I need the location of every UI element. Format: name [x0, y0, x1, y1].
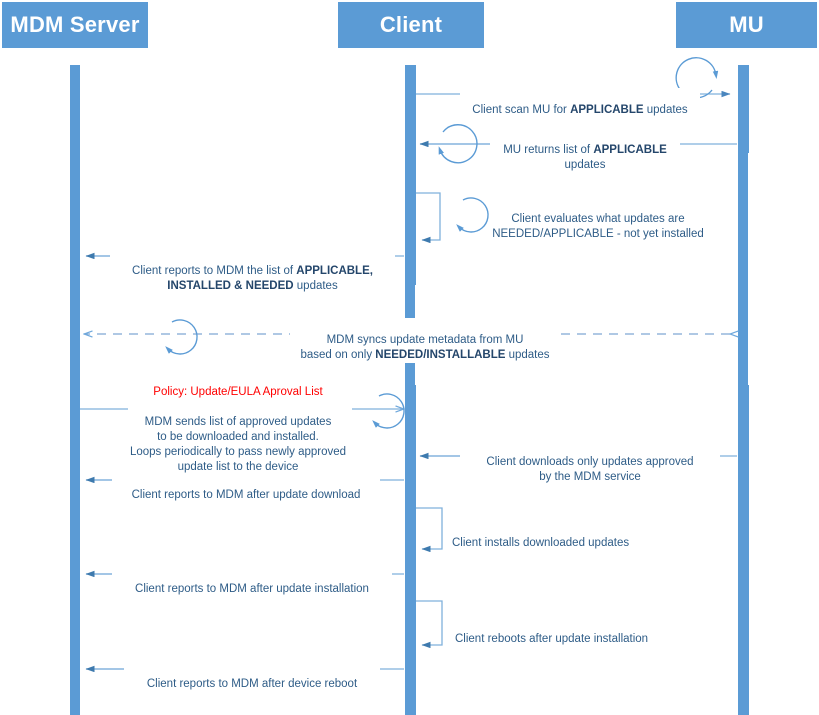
- lane-header-client[interactable]: Client: [338, 2, 484, 48]
- lane-header-label: Client: [379, 12, 443, 37]
- activation-bar-mu-top: [738, 65, 749, 153]
- lane-header-mdm-server[interactable]: MDM Server: [2, 2, 148, 48]
- message-label-m6: Policy: Update/EULA Aproval List MDM sen…: [118, 370, 358, 475]
- message-label-m11: Client reboots after update installation: [455, 633, 649, 645]
- activation-bar-mu-bottom: [738, 385, 749, 715]
- activation-bar-client-bottom: [405, 385, 416, 715]
- message-label-m4: Client reports to MDM the list of APPLIC…: [110, 249, 395, 294]
- activation-bar-client-top: [405, 65, 416, 285]
- message-label-m12: Client reports to MDM after device reboo…: [124, 662, 380, 692]
- policy-label: Policy: Update/EULA Aproval List: [153, 386, 323, 398]
- message-label-m10: Client reports to MDM after update insta…: [112, 567, 392, 597]
- message-self-m9: [416, 507, 443, 553]
- lane-header-label: MDM Server: [10, 12, 140, 37]
- message-self-m11: [416, 600, 443, 649]
- message-label-m8: Client reports to MDM after update downl…: [112, 473, 380, 503]
- lifeline-mdm-server: [70, 65, 80, 715]
- lane-header-mu[interactable]: MU: [676, 2, 817, 48]
- message-label-m1: Client scan MU for APPLICABLE updates: [460, 88, 700, 118]
- lane-header-label: MU: [729, 12, 764, 37]
- message-self-m3: [416, 192, 489, 244]
- message-label-m9: Client installs downloaded updates: [452, 537, 630, 549]
